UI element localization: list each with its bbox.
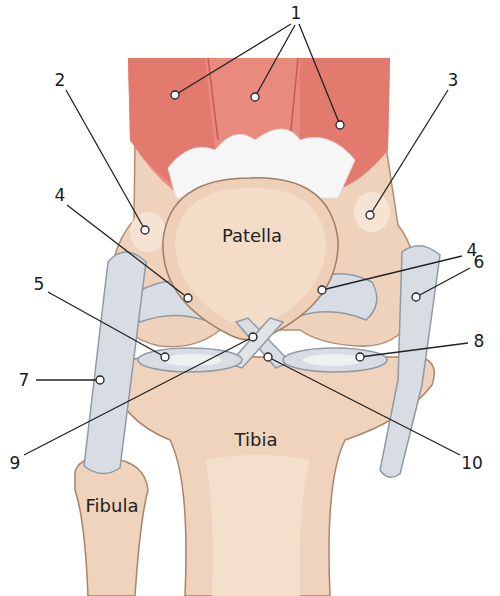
leader-lines: [24, 24, 470, 455]
patella-shade: [175, 188, 326, 328]
meniscus-inner: [303, 354, 363, 366]
fibula-bone: [75, 458, 148, 596]
part-name: Fibula: [86, 497, 139, 515]
meniscus: [138, 348, 242, 372]
callout-number: 8: [474, 333, 485, 350]
callout-number: 2: [55, 72, 66, 89]
callout-number: 5: [34, 276, 45, 293]
part-name: Patella: [222, 227, 282, 245]
callout-number: 6: [474, 254, 485, 271]
medial-collateral-ligament: [380, 246, 440, 478]
callout-number: 3: [448, 72, 459, 89]
callout-number: 9: [10, 455, 21, 472]
tibia-shade: [205, 455, 310, 596]
patella-bone: [163, 178, 338, 340]
callout-number: 10: [461, 455, 483, 472]
lateral-collateral-ligament: [84, 252, 146, 474]
callout-number: 7: [19, 372, 30, 389]
callout-number: 1: [291, 5, 302, 22]
callout-number: 4: [55, 187, 66, 204]
condyle-shade: [130, 212, 166, 252]
condyle-shade: [354, 192, 390, 232]
muscle-line: [208, 58, 298, 140]
leader-dots: [96, 91, 420, 384]
part-name: Tibia: [235, 431, 278, 449]
meniscus-inner: [162, 354, 222, 366]
meniscus: [283, 348, 387, 372]
